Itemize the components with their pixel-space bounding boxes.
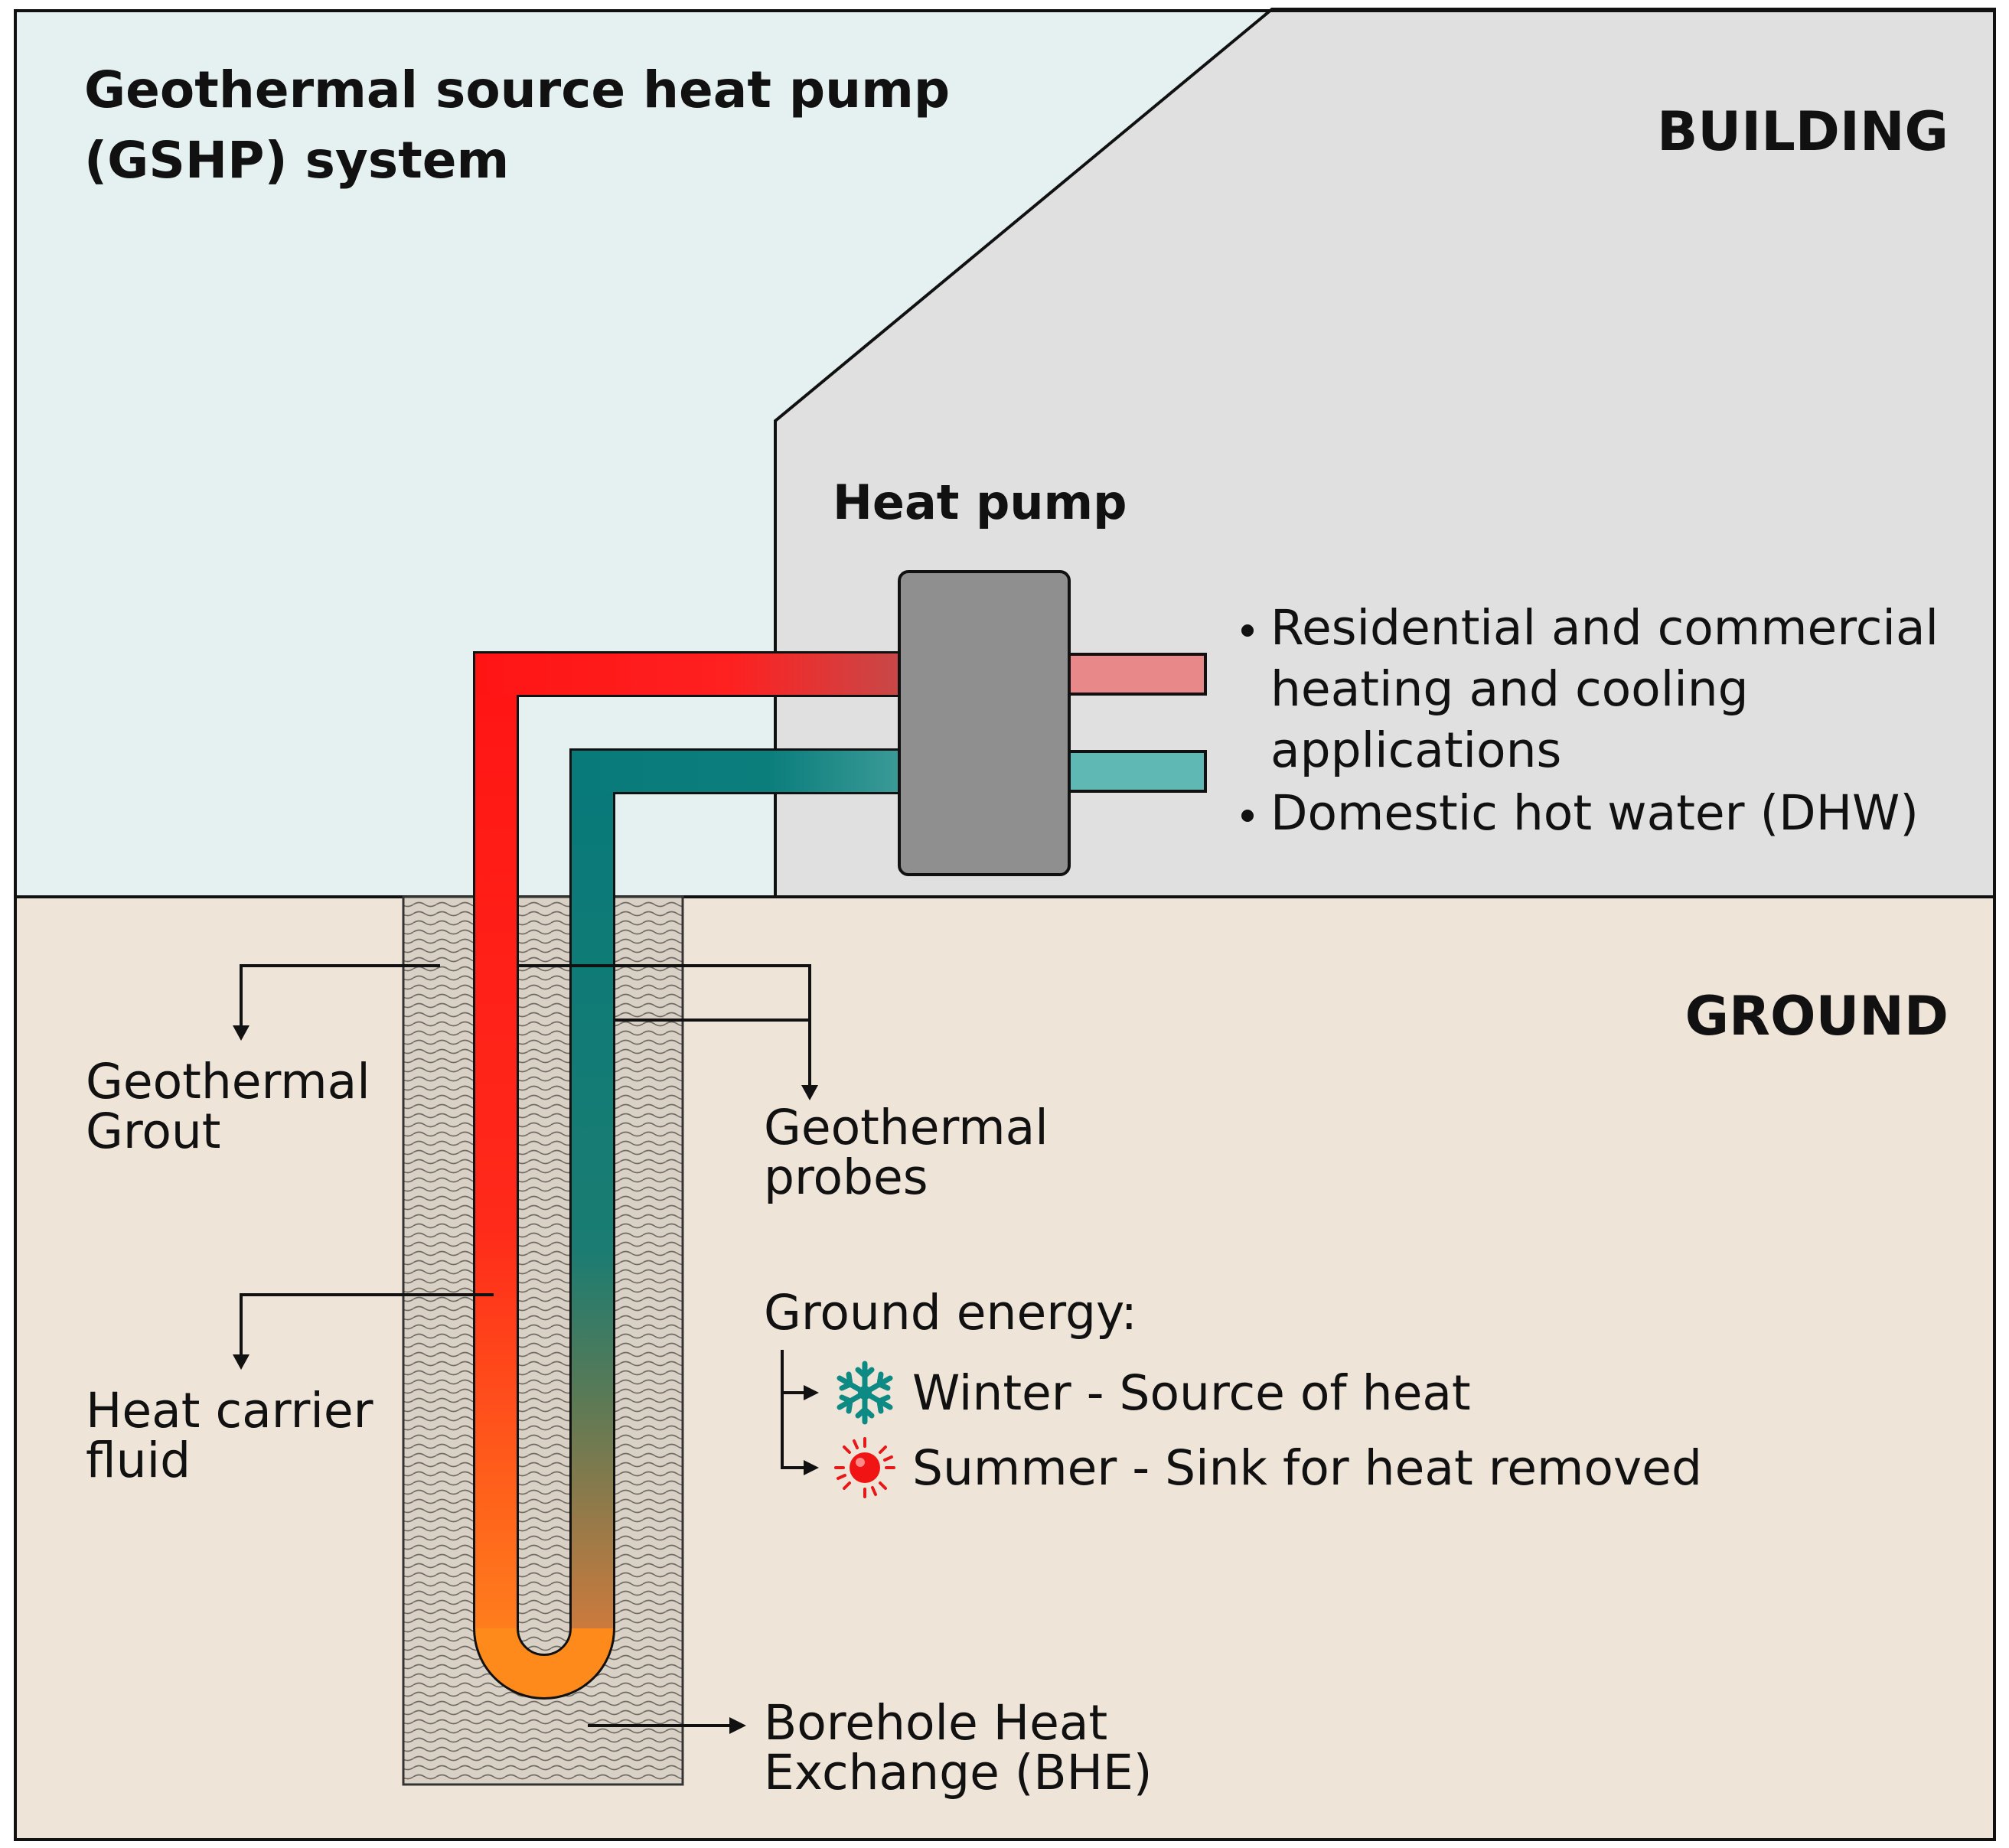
u-bend-fill <box>475 1627 613 1697</box>
probes-label-line2: probes <box>764 1149 928 1205</box>
diagram-title-line1: Geothermal source heat pump <box>84 60 950 119</box>
bhe-label-line2: Exchange (BHE) <box>764 1745 1152 1801</box>
heat-pump-label: Heat pump <box>833 474 1127 530</box>
fluid-callout-line <box>240 1293 494 1356</box>
application-line-1: Residential and commercial <box>1270 600 1939 656</box>
snowflake-icon <box>837 1361 893 1425</box>
cold-outlet-pipe <box>1066 750 1207 793</box>
grout-label-line1: Geothermal <box>86 1054 370 1110</box>
grout-callout-line <box>240 964 440 1027</box>
fluid-label-line1: Heat carrier <box>86 1383 373 1439</box>
arrow-right-icon <box>729 1717 746 1734</box>
building-label: BUILDING <box>1657 100 1949 163</box>
ground-energy-bracket <box>781 1350 805 1469</box>
winter-label: Winter - Source of heat <box>912 1365 1471 1421</box>
hot-outlet-pipe <box>1066 653 1207 696</box>
borehole-grout <box>402 895 684 1786</box>
bullet-icon <box>1241 810 1254 822</box>
ground-energy-heading: Ground energy: <box>764 1285 1137 1341</box>
arrow-right-icon <box>804 1385 819 1400</box>
summer-label: Summer - Sink for heat removed <box>912 1440 1702 1496</box>
arrow-down-icon <box>801 1085 818 1100</box>
application-line-3: applications <box>1270 722 1561 778</box>
sun-icon <box>834 1437 895 1498</box>
arrow-down-icon <box>233 1025 249 1041</box>
grout-label-line2: Grout <box>86 1103 221 1159</box>
ground-area <box>15 897 1994 1840</box>
frame <box>14 9 1996 1841</box>
bullet-icon <box>1241 624 1254 637</box>
heat-pump-unit <box>898 570 1071 876</box>
probes-label-line1: Geothermal <box>764 1100 1049 1155</box>
application-line-2: heating and cooling <box>1270 661 1749 717</box>
application-line-4: Domestic hot water (DHW) <box>1270 785 1919 841</box>
ground-label: GROUND <box>1685 985 1949 1048</box>
fluid-label-line2: fluid <box>86 1432 191 1488</box>
bhe-label-line1: Borehole Heat <box>764 1695 1107 1751</box>
arrow-right-icon <box>804 1460 819 1475</box>
probes-callout-line-1 <box>517 964 811 1087</box>
diagram-title-line2: (GSHP) system <box>84 131 509 190</box>
arrow-down-icon <box>233 1354 249 1370</box>
